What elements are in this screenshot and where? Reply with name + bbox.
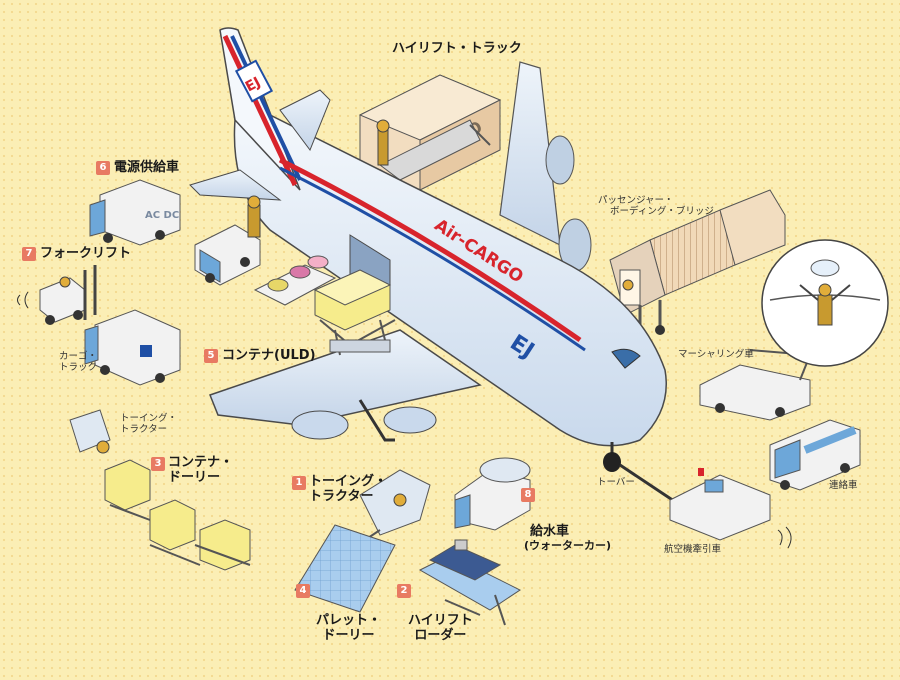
label-cargo-truck-line1: カーゴ・ xyxy=(59,351,98,362)
label-towing-tractor-line2: トラクター xyxy=(309,488,374,504)
label-container-dolly-line2: ドーリー xyxy=(168,469,221,485)
label-towing-tractor: トーイング・ トラクター xyxy=(309,474,388,505)
label-power-supply: 6 電源供給車 xyxy=(96,160,180,176)
label-boarding-bridge-line1: パッセンジャー・ xyxy=(598,195,674,206)
badge-5: 5 xyxy=(204,349,218,363)
label-aircraft-tug: 航空機牽引車 xyxy=(664,544,722,555)
label-towing-small: トーイング・ トラクター xyxy=(120,413,178,436)
marshaller-inset-illustration xyxy=(761,239,889,367)
badge-6: 6 xyxy=(96,161,110,175)
label-highlift-truck: ハイリフト・トラック xyxy=(392,41,522,56)
label-cargo-truck-line2: トラック xyxy=(59,361,98,373)
label-highlift-loader-line2: ローダー xyxy=(414,627,467,643)
label-water-truck-line2: (ウォーターカー) xyxy=(524,538,612,552)
badge-8: 8 xyxy=(521,488,535,502)
label-towing-small-line1: トーイング・ xyxy=(120,413,178,424)
aircraft-tug-illustration xyxy=(619,463,792,549)
label-pallet-dolly-line2: ドーリー xyxy=(322,627,375,643)
label-container-dolly-line1: コンテナ・ xyxy=(168,455,234,470)
label-container-dolly: コンテナ・ ドーリー xyxy=(168,455,234,486)
container-dolly-illustration xyxy=(69,409,251,571)
badge-4: 4 xyxy=(296,584,310,598)
label-water-truck-line1: 給水車 xyxy=(530,524,570,539)
label-towing-tractor-line1: トーイング・ xyxy=(309,474,388,489)
highlift-loader-illustration xyxy=(418,539,521,626)
forklift-illustration xyxy=(17,265,97,325)
label-boarding-bridge: パッセンジャー・ ボーディング・ブリッジ xyxy=(598,195,714,218)
service-truck-illustration xyxy=(194,195,261,286)
boarding-bridge-illustration xyxy=(609,189,786,340)
label-forklift: 7 フォークリフト xyxy=(22,246,132,262)
label-highlift-loader: ハイリフト ローダー xyxy=(408,613,473,644)
label-forklift-text: フォークリフト xyxy=(40,246,132,261)
label-power-supply-text: 電源供給車 xyxy=(114,160,180,175)
label-boarding-bridge-line2: ボーディング・ブリッジ xyxy=(610,205,714,217)
tail-logo-text: EJ xyxy=(243,74,264,95)
badge-3: 3 xyxy=(151,457,165,471)
uld-container-illustration xyxy=(313,269,396,356)
cargo-truck-illustration xyxy=(84,309,181,386)
label-towbar: トーバー xyxy=(597,477,635,488)
towing-tractor-illustration xyxy=(349,469,431,551)
label-container-uld-text: コンテナ(ULD) xyxy=(222,348,316,363)
power-unit-text: AC DC xyxy=(145,210,179,221)
pallet-dolly-illustration xyxy=(294,524,396,613)
connecting-bus-illustration xyxy=(769,419,861,491)
baggage-cart-illustration xyxy=(253,255,337,306)
badge-1: 1 xyxy=(292,476,306,490)
label-marshalling-car: マーシャリング車 xyxy=(678,349,754,360)
badge-2: 2 xyxy=(397,584,411,598)
plane-far-wing xyxy=(499,61,592,272)
label-cargo-truck: カーゴ・ トラック xyxy=(59,351,98,374)
highlift-truck-illustration: CARGO xyxy=(358,74,502,196)
label-pallet-dolly-line1: パレット・ xyxy=(316,613,382,628)
label-water-truck: 給水車 (ウォーターカー) xyxy=(524,524,611,553)
label-highlift-loader-line1: ハイリフト xyxy=(408,613,473,628)
plane-near-wing xyxy=(209,329,482,442)
label-connecting-bus: 連絡車 xyxy=(829,480,858,491)
label-container-uld: 5 コンテナ(ULD) xyxy=(204,348,316,364)
badge-7: 7 xyxy=(22,247,36,261)
power-supply-truck-illustration: AC DC xyxy=(89,179,181,246)
water-truck-illustration xyxy=(454,457,531,531)
label-pallet-dolly: パレット・ ドーリー xyxy=(316,613,382,644)
label-towing-small-line2: トラクター xyxy=(120,423,168,435)
